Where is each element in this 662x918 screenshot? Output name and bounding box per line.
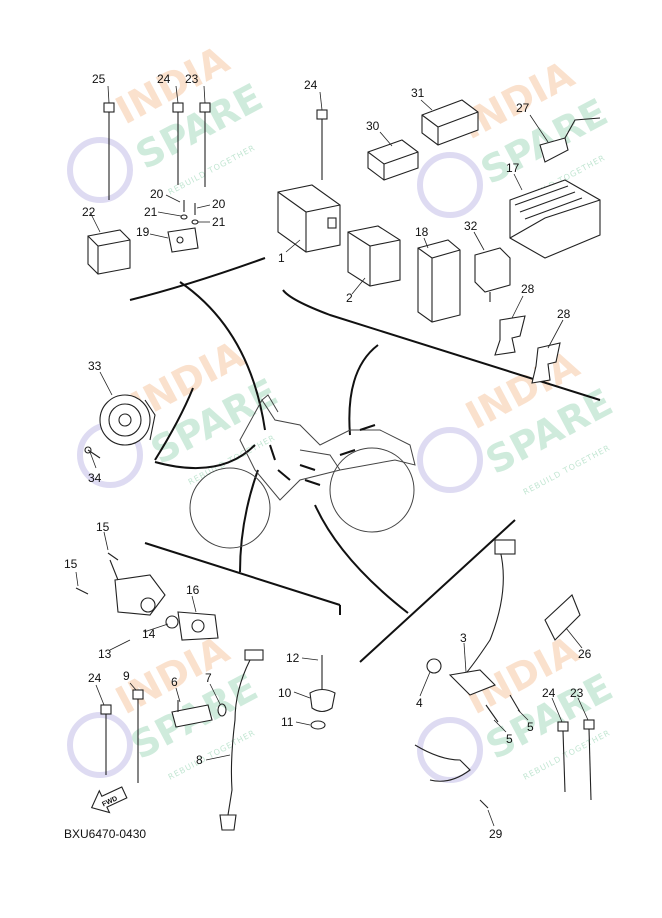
callout-labels: 25 24 23 24 31 30 27 20 20 21 21 19 22 1… — [64, 72, 592, 841]
callout-24: 24 — [542, 686, 556, 700]
callout-5: 5 — [506, 732, 513, 746]
callout-34: 34 — [88, 471, 102, 485]
callout-26: 26 — [578, 647, 592, 661]
callout-28: 28 — [521, 282, 535, 296]
callout-9: 9 — [123, 669, 130, 683]
watermark-mid-right: INDIA SPARE REBUILD TOGETHER — [417, 342, 620, 497]
callout-24: 24 — [304, 78, 318, 92]
horn-33 — [99, 394, 156, 446]
callout-22: 22 — [82, 205, 96, 219]
coupler-30 — [367, 139, 419, 181]
cable-tie-24-bottom-left — [100, 704, 112, 775]
cable-tie-9 — [132, 689, 144, 783]
callout-15: 15 — [64, 557, 78, 571]
washer-7 — [217, 703, 227, 717]
callout-1: 1 — [278, 251, 285, 265]
cover-26 — [544, 594, 581, 641]
callout-12: 12 — [286, 651, 300, 665]
screws-15 — [75, 552, 119, 595]
watermark-top-left: INDIA SPARE REBUILD TOGETHER — [67, 37, 270, 203]
fwd-arrow-icon: FWD — [90, 786, 128, 814]
callout-15: 15 — [96, 520, 110, 534]
callout-24: 24 — [88, 671, 102, 685]
callout-21: 21 — [144, 205, 158, 219]
callout-27: 27 — [516, 101, 530, 115]
sensor-10-11-12 — [309, 655, 336, 730]
plate-28a — [494, 315, 526, 356]
callout-6: 6 — [171, 675, 178, 689]
relay-32 — [474, 247, 511, 302]
cable-tie-23-bottom-right — [583, 719, 595, 801]
relay-18 — [417, 239, 461, 323]
callout-33: 33 — [88, 359, 102, 373]
sensor-6 — [171, 700, 213, 728]
callout-14: 14 — [142, 627, 156, 641]
callout-19: 19 — [136, 225, 150, 239]
gasket-14-16 — [165, 611, 219, 641]
plate-28b — [531, 342, 561, 384]
diagram-code: BXU6470-0430 — [64, 827, 146, 841]
bolts-5 — [485, 694, 521, 723]
callout-20: 20 — [212, 197, 226, 211]
callout-17: 17 — [506, 161, 520, 175]
callout-20: 20 — [150, 187, 164, 201]
o2-sensor-8 — [219, 649, 264, 831]
callout-23: 23 — [185, 72, 199, 86]
callout-21: 21 — [212, 215, 226, 229]
sensor-27 — [539, 117, 601, 163]
relay-22 — [87, 229, 131, 275]
callout-24: 24 — [157, 72, 171, 86]
callout-28: 28 — [557, 307, 571, 321]
coupler-31 — [421, 99, 479, 146]
callout-16: 16 — [186, 583, 200, 597]
unit-2 — [347, 225, 401, 287]
callout-32: 32 — [464, 219, 478, 233]
callout-18: 18 — [415, 225, 429, 239]
bracket-19 — [167, 227, 199, 253]
callout-30: 30 — [366, 119, 380, 133]
rectifier-17 — [509, 179, 601, 259]
sensor-harness-3 — [426, 539, 516, 696]
cable-tie-24-bottom-right — [557, 721, 569, 793]
callout-10: 10 — [278, 686, 292, 700]
group-lines — [129, 257, 601, 663]
cable-tie-24-right — [316, 109, 328, 180]
callout-5: 5 — [527, 720, 534, 734]
callout-8: 8 — [196, 753, 203, 767]
callout-31: 31 — [411, 86, 425, 100]
ecu-1 — [277, 184, 341, 253]
screws-20-21 — [180, 200, 199, 225]
callout-7: 7 — [205, 671, 212, 685]
callout-4: 4 — [416, 696, 423, 710]
harness-29 — [414, 744, 489, 809]
callout-25: 25 — [92, 72, 106, 86]
callout-11: 11 — [281, 715, 294, 729]
bolt-34 — [84, 446, 101, 459]
cable-tie-25 — [103, 102, 115, 200]
callout-3: 3 — [460, 631, 467, 645]
leader-lines — [75, 85, 589, 827]
callout-23: 23 — [570, 686, 584, 700]
motorcycle-outline — [189, 394, 416, 549]
callout-13: 13 — [98, 647, 112, 661]
callout-29: 29 — [489, 827, 503, 841]
callout-2: 2 — [346, 291, 353, 305]
actuator-13 — [109, 559, 166, 616]
